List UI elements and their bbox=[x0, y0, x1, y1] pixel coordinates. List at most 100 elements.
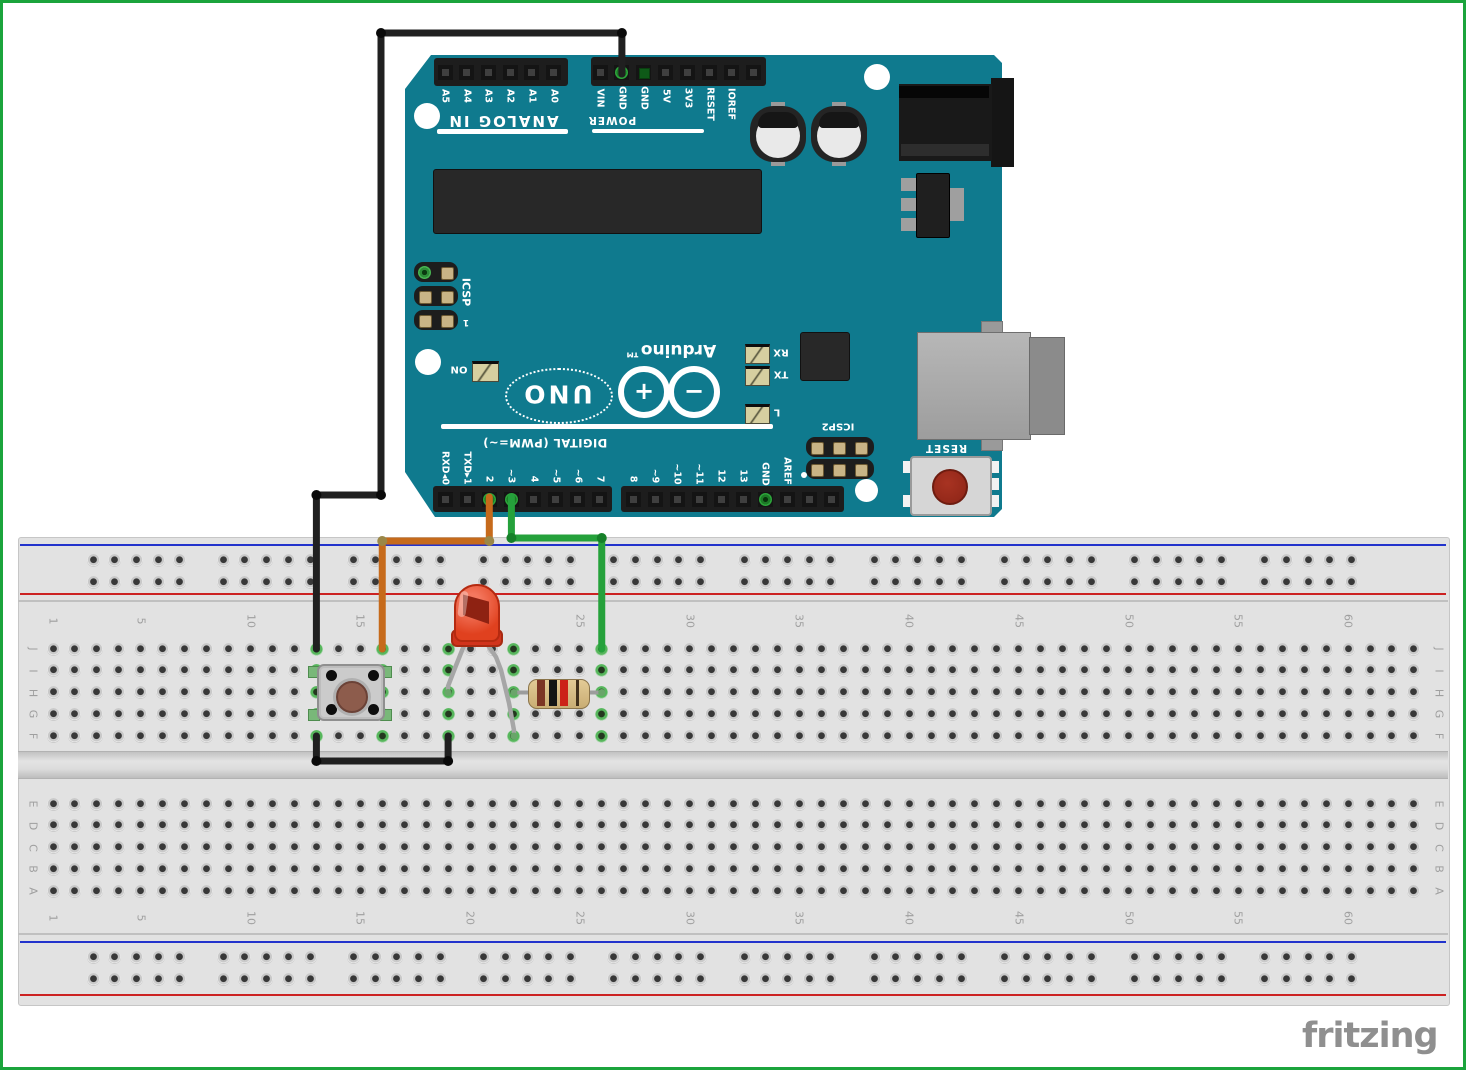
breadboard-hole bbox=[1122, 819, 1136, 833]
pin-dleft-~3[interactable] bbox=[503, 491, 519, 507]
icsp-pin[interactable] bbox=[440, 290, 454, 304]
breadboard-hole-connected bbox=[507, 642, 521, 656]
breadboard-hole bbox=[441, 797, 455, 811]
breadboard-hole bbox=[1063, 575, 1076, 589]
breadboard-hole bbox=[112, 884, 126, 898]
breadboard-hole bbox=[770, 797, 784, 811]
pin-dright-9[interactable] bbox=[823, 491, 839, 507]
icsp-pin[interactable] bbox=[440, 266, 454, 280]
breadboard-hole bbox=[792, 819, 806, 833]
pin-dleft-4[interactable] bbox=[526, 491, 541, 507]
pin-analog-A4[interactable] bbox=[459, 64, 475, 80]
pin-dright-AREF[interactable] bbox=[779, 491, 795, 507]
breadboard-hole bbox=[737, 950, 751, 964]
breadboard-hole bbox=[1319, 686, 1333, 699]
breadboard-hole bbox=[151, 575, 165, 589]
breadboard-hole bbox=[90, 664, 104, 678]
breadboard-hole bbox=[968, 884, 982, 898]
pin-dleft-TXD▸1[interactable] bbox=[459, 491, 475, 507]
breadboard-hole bbox=[650, 972, 664, 986]
reset-tab-r2 bbox=[989, 478, 999, 490]
pin-dright-8[interactable] bbox=[625, 491, 641, 507]
pushbutton-cap[interactable] bbox=[336, 680, 369, 713]
pin-dright-8[interactable] bbox=[801, 491, 817, 507]
breadboard-hole bbox=[46, 797, 60, 811]
breadboard-hole bbox=[419, 729, 433, 743]
breadboard-hole bbox=[650, 950, 664, 964]
pin-power-5V[interactable] bbox=[658, 64, 674, 80]
pin-dleft-~6[interactable] bbox=[570, 491, 586, 507]
breadboard-hole bbox=[858, 664, 872, 678]
pin-dright-GND[interactable] bbox=[757, 491, 773, 507]
breadboard-hole bbox=[607, 575, 621, 589]
pin-dleft-2[interactable] bbox=[481, 491, 497, 507]
pin-power-7[interactable] bbox=[745, 64, 761, 80]
icsp2-pin[interactable] bbox=[810, 463, 824, 477]
breadboard-hole bbox=[629, 972, 642, 986]
breadboard-hole bbox=[726, 884, 740, 898]
breadboard-hole bbox=[639, 707, 653, 721]
pin-analog-A3[interactable] bbox=[480, 64, 496, 80]
breadboard-hole bbox=[1078, 707, 1092, 721]
atmega328-chip bbox=[433, 169, 762, 234]
breadboard-hole-connected bbox=[375, 642, 389, 656]
breadboard-hole bbox=[134, 841, 148, 854]
pin-analog-A2[interactable] bbox=[502, 64, 518, 80]
pin-power-IOREF[interactable] bbox=[723, 64, 739, 80]
icsp-pin[interactable] bbox=[418, 314, 432, 328]
pin-power-RESET[interactable] bbox=[702, 64, 717, 80]
icsp2-pin[interactable] bbox=[854, 441, 868, 455]
icsp-pin[interactable] bbox=[440, 314, 454, 328]
breadboard-hole bbox=[1280, 575, 1293, 589]
breadboard-hole bbox=[1319, 664, 1333, 678]
pin-analog-A1[interactable] bbox=[524, 64, 540, 80]
breadboard-hole bbox=[911, 575, 925, 589]
breadboard-hole bbox=[1341, 819, 1355, 833]
pin-power-3V3[interactable] bbox=[680, 64, 696, 80]
breadboard-hole bbox=[1100, 819, 1114, 833]
breadboard-hole bbox=[573, 819, 587, 833]
pin-dleft-7[interactable] bbox=[592, 491, 608, 507]
column-number: 50 bbox=[1122, 911, 1136, 925]
pin-dright-~10[interactable] bbox=[669, 491, 685, 507]
breadboard-hole bbox=[266, 841, 279, 854]
pin-dleft-~5[interactable] bbox=[548, 491, 564, 507]
pin-power-GND[interactable] bbox=[636, 64, 652, 80]
breadboard-hole bbox=[924, 642, 938, 656]
breadboard-hole bbox=[617, 642, 631, 656]
icsp2-pin[interactable] bbox=[810, 441, 824, 455]
breadboard-hole bbox=[814, 819, 828, 833]
pin-label-5V: 5V bbox=[660, 88, 672, 103]
breadboard-hole bbox=[563, 553, 577, 567]
breadboard-hole bbox=[1258, 950, 1272, 964]
pin-dright-12[interactable] bbox=[713, 491, 729, 507]
pin-power-GND[interactable] bbox=[614, 64, 630, 80]
pin-analog-A5[interactable] bbox=[437, 64, 453, 80]
breadboard-hole bbox=[792, 642, 806, 656]
breadboard-hole bbox=[200, 797, 214, 811]
breadboard-hole bbox=[880, 862, 894, 876]
pin-dright-13[interactable] bbox=[735, 491, 751, 507]
pin-dleft-RXD◂0[interactable] bbox=[437, 491, 453, 507]
icsp2-pin[interactable] bbox=[832, 441, 846, 455]
breadboard-hole bbox=[954, 553, 968, 567]
icsp2-pin[interactable] bbox=[832, 463, 846, 477]
icsp-pin[interactable] bbox=[418, 290, 432, 304]
breadboard-hole bbox=[1012, 884, 1026, 898]
pin-dright-~11[interactable] bbox=[691, 491, 707, 507]
reset-button-cap[interactable] bbox=[932, 469, 968, 505]
breadboard-hole bbox=[200, 664, 214, 678]
breadboard-hole bbox=[1034, 819, 1048, 833]
breadboard-hole bbox=[397, 642, 411, 656]
icsp2-pin[interactable] bbox=[854, 463, 868, 477]
resistor-band-4 bbox=[576, 679, 579, 706]
pin-power-VIN[interactable] bbox=[592, 64, 608, 80]
breadboard-hole bbox=[353, 884, 367, 898]
power-group-label: POWER bbox=[587, 114, 637, 126]
breadboard-hole bbox=[726, 707, 740, 721]
pin-dright-~9[interactable] bbox=[647, 491, 663, 507]
pin-analog-A0[interactable] bbox=[546, 64, 561, 80]
row-letter: J bbox=[26, 647, 40, 651]
breadboard-hole bbox=[1056, 707, 1070, 721]
breadboard-hole bbox=[968, 841, 982, 854]
